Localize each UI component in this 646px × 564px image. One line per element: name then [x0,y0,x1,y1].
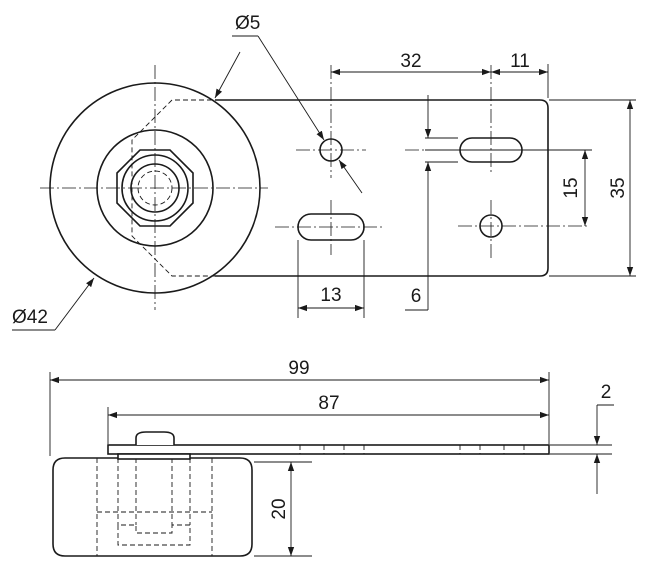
dim-text-87: 87 [318,393,339,414]
wheel-side-body [52,457,253,557]
dim-text-13: 13 [320,285,341,306]
dim-text-11: 11 [510,51,530,72]
dim-text-dia5: Ø5 [235,13,260,34]
dim-text-35: 35 [608,177,629,198]
leader-dia42-out [214,51,241,99]
leader-dia5-out [338,159,363,194]
axle-side [117,453,191,460]
dim-text-dia42: Ø42 [12,307,48,328]
dim-text-15: 15 [561,177,582,198]
top-view: 32 11 35 15 6 13 Ø5 Ø42 [12,13,636,331]
leader-dia42 [54,277,95,331]
dim-text-2: 2 [601,382,612,403]
plate-side [107,444,550,455]
plate-outline [215,99,549,277]
side-view: 99 87 2 20 [49,358,614,557]
dim-text-32: 32 [400,51,421,72]
dim-text-20: 20 [269,498,290,519]
dim-text-6: 6 [411,286,422,307]
hidden-line [117,524,191,546]
leader-dia5 [257,35,325,141]
hidden-hole-edges [299,445,525,454]
dim-text-99: 99 [288,358,309,379]
nut-side [135,431,175,445]
hex-nut [116,149,194,227]
